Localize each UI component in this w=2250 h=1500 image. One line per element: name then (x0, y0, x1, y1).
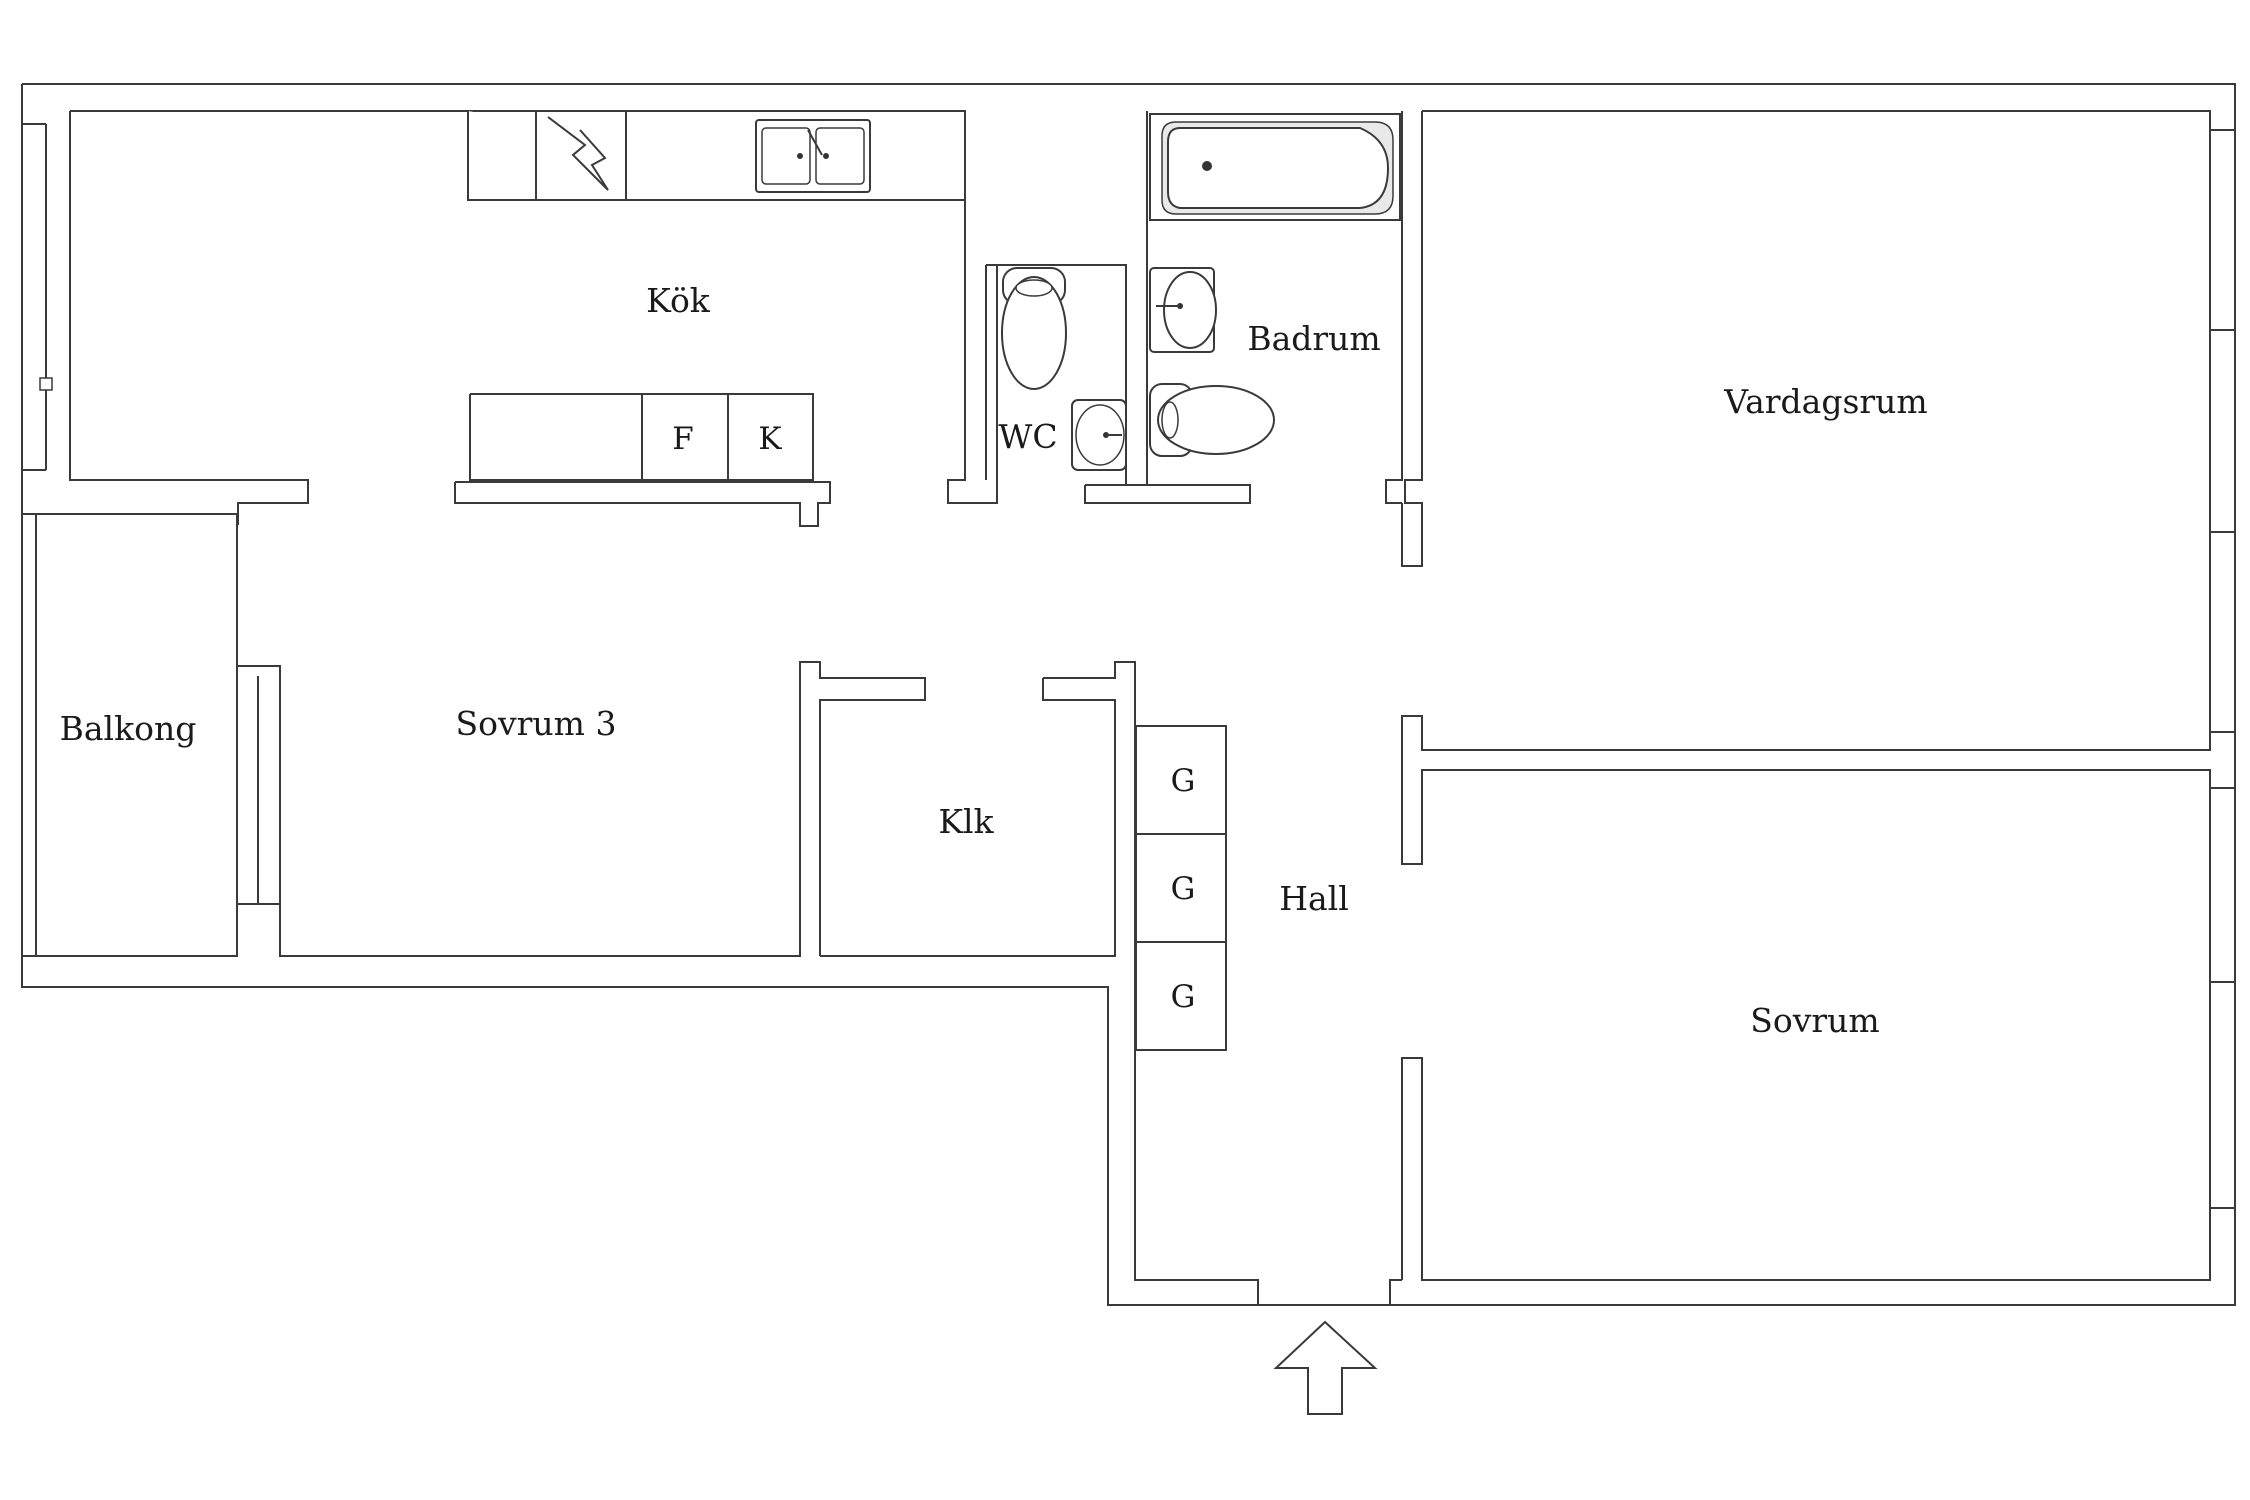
room-label-living: Vardagsrum (1723, 382, 1927, 421)
room-label-bathroom: Badrum (1247, 319, 1380, 358)
room-balcony: Balkong (22, 513, 238, 957)
wardrobe-label-3: G (1171, 979, 1196, 1015)
room-label-balcony: Balkong (60, 709, 197, 748)
room-bedroom-3: Sovrum 3 (237, 661, 926, 957)
room-label-kitchen: Kök (646, 281, 711, 320)
room-label-hall: Hall (1279, 879, 1349, 918)
outer-walls (21, 83, 2236, 1306)
entrance-arrow-icon (1273, 1320, 1378, 1415)
room-label-closet: Klk (938, 802, 994, 841)
room-hall: G G G Hall (1135, 725, 1349, 1051)
room-closet: Klk (820, 661, 1402, 1305)
bathtub-icon (1149, 113, 1401, 221)
room-wc: WC (985, 264, 1251, 504)
fridge-label: K (758, 421, 782, 457)
stove-icon (535, 110, 627, 201)
wardrobe-label-1: G (1171, 763, 1196, 799)
wardrobe-label-2: G (1171, 871, 1196, 907)
freezer-label: F (672, 421, 694, 457)
room-label-bedroom-3: Sovrum 3 (456, 704, 617, 743)
toilet-icon (1149, 383, 1275, 457)
room-living: Vardagsrum (1401, 110, 2235, 1281)
room-bathroom: Badrum (1146, 111, 1423, 567)
room-label-wc: WC (998, 417, 1057, 456)
toilet-icon (1001, 267, 1067, 390)
room-label-bedroom: Sovrum (1750, 1001, 1879, 1040)
wardrobes (1135, 725, 1227, 1051)
room-kitchen: Kök F K (22, 110, 998, 527)
washbasin-icon (1071, 399, 1127, 471)
washbasin-icon (1149, 267, 1217, 353)
kitchen-sink-icon (755, 119, 871, 193)
room-bedroom: Sovrum (1750, 1001, 1879, 1040)
